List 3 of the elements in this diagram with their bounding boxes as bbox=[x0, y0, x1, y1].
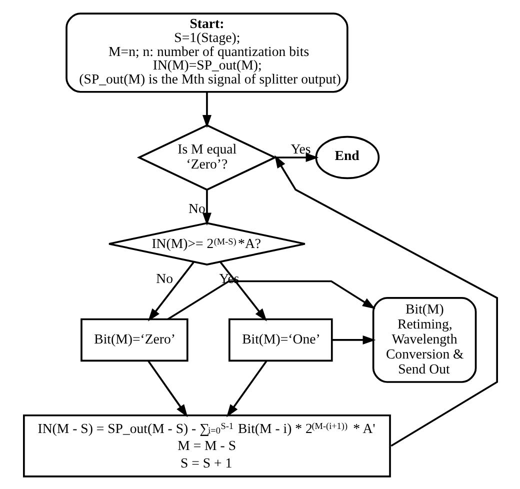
edge-label: No bbox=[188, 200, 205, 216]
edge-label: Yes bbox=[290, 141, 310, 156]
edge-label: No bbox=[156, 270, 173, 286]
